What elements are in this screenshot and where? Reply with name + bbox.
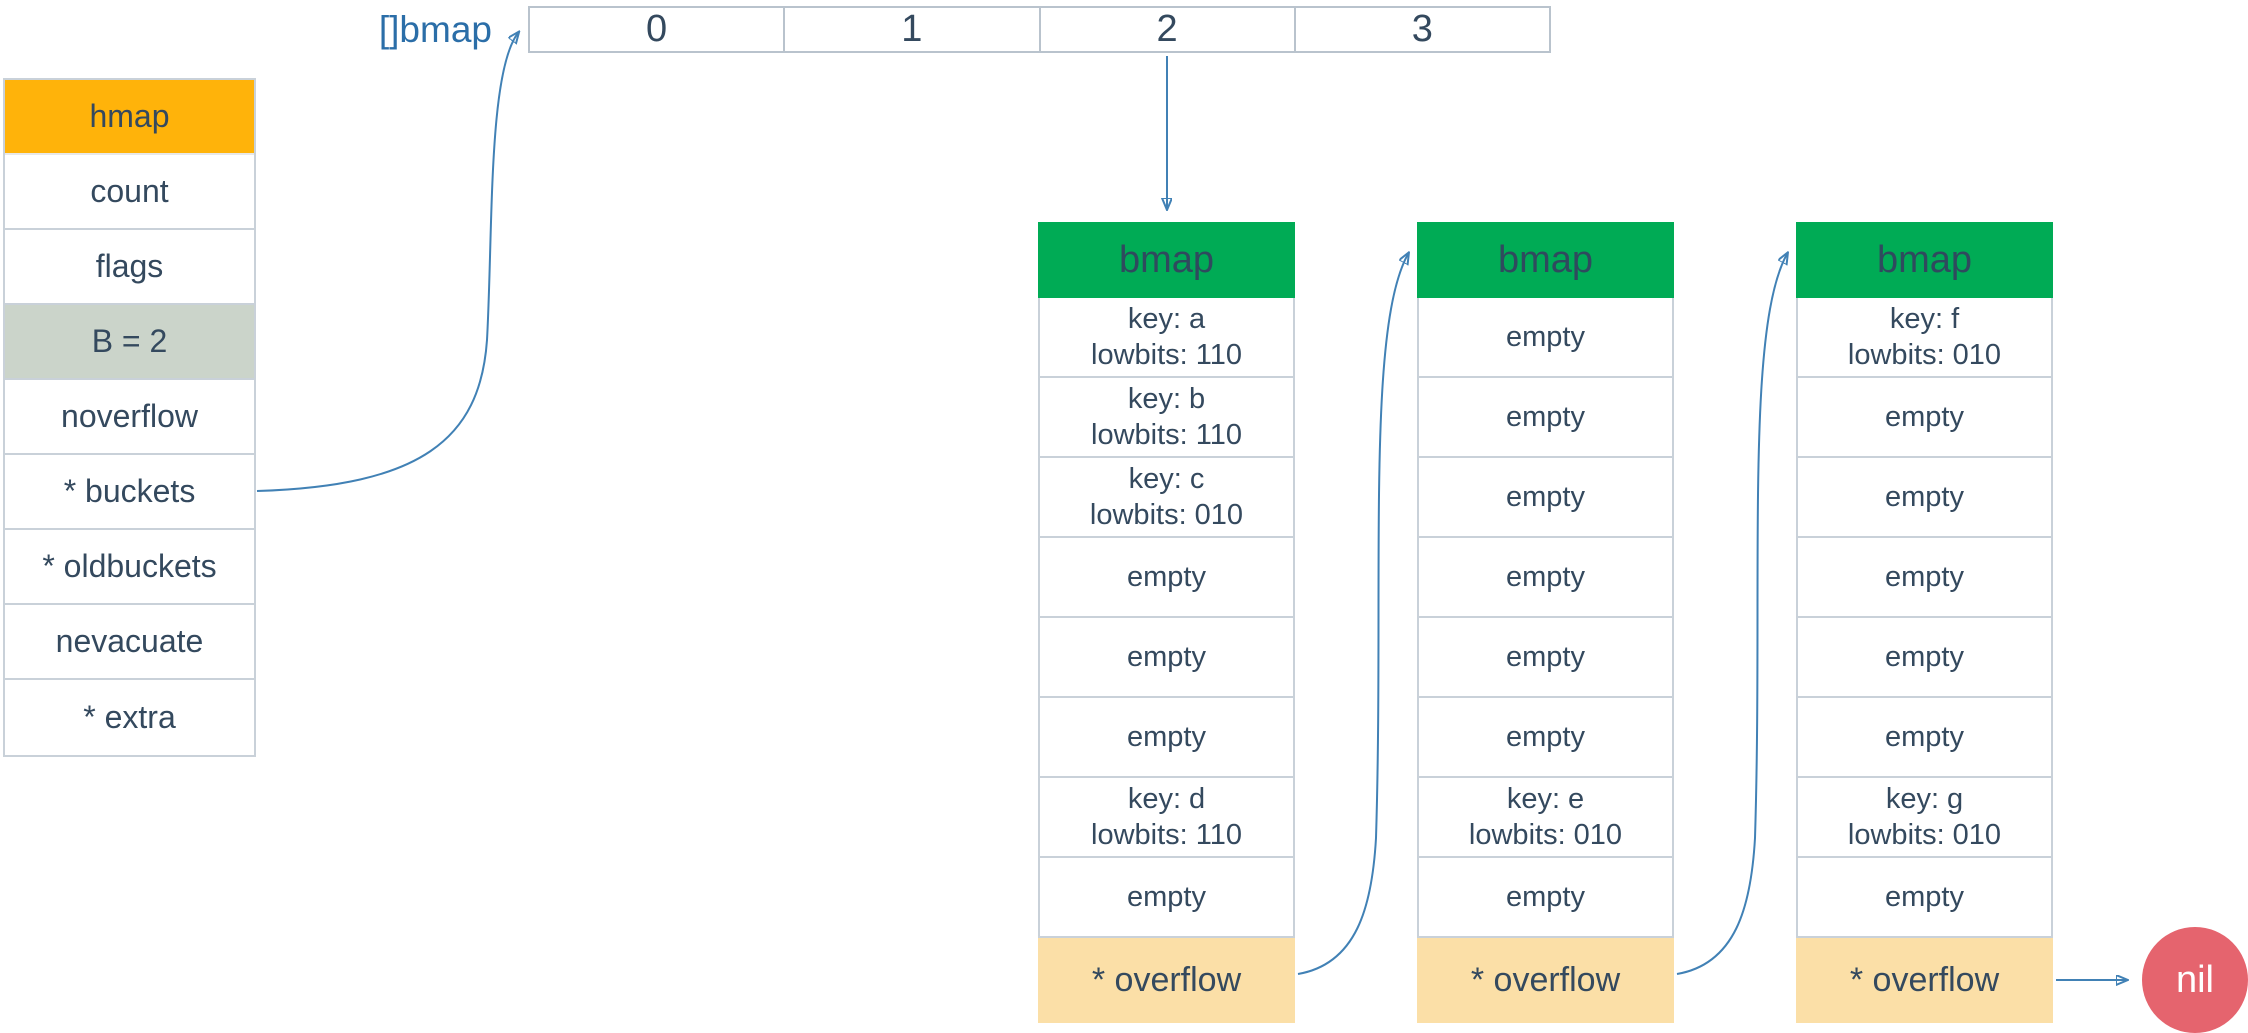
bucket1-overflow: * overflow <box>1038 938 1295 1023</box>
bucket1-slot-4: empty <box>1038 618 1295 698</box>
hmap-field-noverflow: noverflow <box>5 380 254 455</box>
bucket3-slot-0: key: f lowbits: 010 <box>1796 298 2053 378</box>
hmap-field-extra: * extra <box>5 680 254 755</box>
bucket2-header: bmap <box>1417 222 1674 298</box>
bmap-array-label: []bmap <box>378 8 492 50</box>
bucket2-overflow: * overflow <box>1417 938 1674 1023</box>
bucket2-slot-0: empty <box>1417 298 1674 378</box>
bucket3-slot-4: empty <box>1796 618 2053 698</box>
nil-node: nil <box>2142 927 2248 1033</box>
array-cell-0: 0 <box>530 8 786 51</box>
bucket3-header: bmap <box>1796 222 2053 298</box>
bucket2-slot-2: empty <box>1417 458 1674 538</box>
array-cell-3: 3 <box>1411 8 1433 50</box>
hmap-field-count: count <box>5 155 254 230</box>
bucket2-slot-7: empty <box>1417 858 1674 938</box>
bucket-column-1: bmap key: a lowbits: 110 key: b lowbits:… <box>1038 222 1295 1023</box>
bucket3-slot-7: empty <box>1796 858 2053 938</box>
hmap-field-buckets: * buckets <box>5 455 254 530</box>
bucket3-slot-2: empty <box>1796 458 2053 538</box>
bucket-column-3: bmap key: f lowbits: 010 empty empty emp… <box>1796 222 2053 1023</box>
bucket2-slot-1: empty <box>1417 378 1674 458</box>
hmap-field-oldbuckets: * oldbuckets <box>5 530 254 605</box>
bucket3-overflow: * overflow <box>1796 938 2053 1023</box>
hmap-field-nevacuate: nevacuate <box>5 605 254 680</box>
arrow-overflow1-to-bucket2 <box>1297 254 1408 975</box>
bucket1-slot-1: key: b lowbits: 110 <box>1038 378 1295 458</box>
bucket2-slot-6: key: e lowbits: 010 <box>1417 778 1674 858</box>
bmap-array: 0 1 2 3 <box>528 6 1551 53</box>
bucket1-slot-0: key: a lowbits: 110 <box>1038 298 1295 378</box>
bucket1-slot-2: key: c lowbits: 010 <box>1038 458 1295 538</box>
bucket1-slot-5: empty <box>1038 698 1295 778</box>
bucket-column-2: bmap empty empty empty empty empty empty… <box>1417 222 1674 1023</box>
bucket2-slot-4: empty <box>1417 618 1674 698</box>
bucket1-slot-3: empty <box>1038 538 1295 618</box>
array-cell-1: 1 <box>785 8 1041 51</box>
bucket2-slot-3: empty <box>1417 538 1674 618</box>
arrow-overflow2-to-bucket3 <box>1676 254 1787 975</box>
bucket1-slot-6: key: d lowbits: 110 <box>1038 778 1295 858</box>
hmap-title: hmap <box>89 98 170 134</box>
hmap-field-flags: flags <box>5 230 254 305</box>
hmap-struct-table: hmap count flags B = 2 noverflow * bucke… <box>3 78 256 757</box>
arrow-buckets-to-array <box>256 33 518 492</box>
bucket3-slot-6: key: g lowbits: 010 <box>1796 778 2053 858</box>
bucket3-slot-1: empty <box>1796 378 2053 458</box>
bucket1-slot-7: empty <box>1038 858 1295 938</box>
bucket3-slot-3: empty <box>1796 538 2053 618</box>
hmap-title-cell: hmap <box>5 80 254 155</box>
bucket3-slot-5: empty <box>1796 698 2053 778</box>
bucket1-header: bmap <box>1038 222 1295 298</box>
hmap-field-b: B = 2 <box>5 305 254 380</box>
bucket2-slot-5: empty <box>1417 698 1674 778</box>
array-cell-2: 2 <box>1041 8 1296 51</box>
